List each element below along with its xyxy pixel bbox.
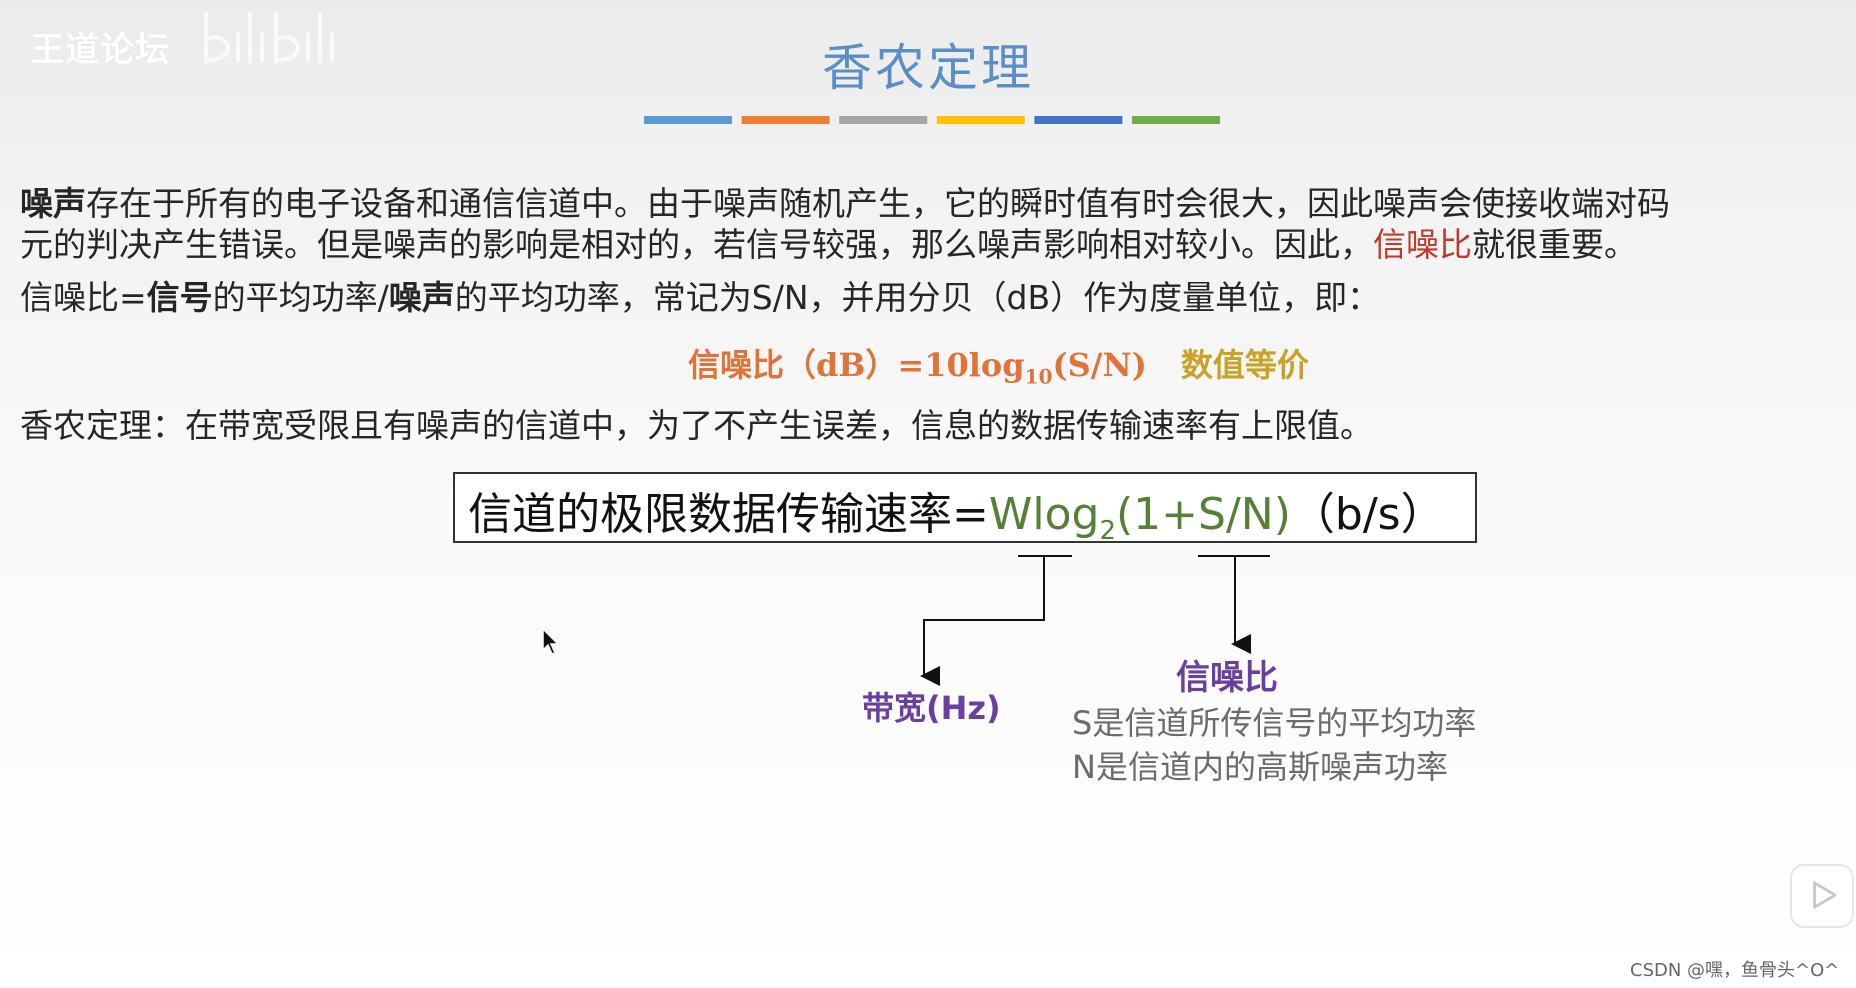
signal-term: 信号 xyxy=(146,278,213,317)
noise-term-2: 噪声 xyxy=(388,278,455,317)
shannon-formula-rhs: Wlog2(1+S/N) xyxy=(988,489,1291,546)
snr-def-b: 的平均功率/ xyxy=(212,278,389,317)
csdn-credit: CSDN @嘿，鱼骨头^O^ xyxy=(1630,960,1840,981)
paragraph-noise-text-c: 就很重要。 xyxy=(1472,225,1637,264)
db-formula-expression: 信噪比（dB）=10log10(S/N) xyxy=(688,346,1147,388)
watermark-text: 王道论坛 xyxy=(30,30,170,70)
bandwidth-arrow xyxy=(920,556,1045,686)
bilibili-logo-icon xyxy=(204,12,334,64)
play-icon xyxy=(1813,881,1837,909)
play-button[interactable] xyxy=(1790,864,1854,928)
shannon-formula-lhs: 信道的极限数据传输速率= xyxy=(468,489,989,540)
numeric-equivalent-label: 数值等价 xyxy=(1180,346,1309,384)
title-color-bars xyxy=(644,116,1220,124)
mouse-cursor-icon xyxy=(542,628,560,655)
title-bar-4 xyxy=(936,116,1025,124)
db-formula-rhs: (S/N) xyxy=(1052,346,1147,384)
paragraph-noise-line2: 元的判决产生错误。但是噪声的影响是相对的，若信号较强，那么噪声影响相对较小。因此… xyxy=(20,224,1670,265)
paragraph-shannon-theorem: 香农定理：在带宽受限且有噪声的信道中，为了不产生误差，信息的数据传输速率有上限值… xyxy=(20,406,1373,445)
db-formula-sub: 10 xyxy=(1024,364,1053,389)
bandwidth-label: 带宽(Hz) xyxy=(862,689,1001,727)
paragraph-snr-definition: 信噪比=信号的平均功率/噪声的平均功率，常记为S/N，并用分贝（dB）作为度量单… xyxy=(20,277,1380,318)
snr-term: 信噪比 xyxy=(1373,225,1472,264)
snr-def-c: 的平均功率，常记为S/N，并用分贝（dB）作为度量单位，即： xyxy=(454,278,1381,317)
title-bar-6 xyxy=(1132,116,1220,124)
snr-def-a: 信噪比= xyxy=(20,278,147,317)
db-formula: 信噪比（dB）=10log10(S/N) 数值等价 xyxy=(688,340,1309,388)
title-bar-5 xyxy=(1034,116,1123,124)
title-bar-1 xyxy=(644,116,732,124)
noise-term: 噪声 xyxy=(20,184,86,223)
shannon-formula-w: Wlog xyxy=(988,489,1100,540)
paragraph-noise-text-b: 元的判决产生错误。但是噪声的影响是相对的，若信号较强，那么噪声影响相对较小。因此… xyxy=(20,225,1373,264)
paragraph-noise: 噪声存在于所有的电子设备和通信信道中。由于噪声随机产生，它的瞬时值有时会很大，因… xyxy=(20,183,1670,265)
shannon-formula-box xyxy=(453,472,1477,543)
shannon-formula-unit: （b/s） xyxy=(1290,489,1445,540)
s-description: S是信道所传信号的平均功率 xyxy=(1072,704,1477,742)
paragraph-noise-text-a: 存在于所有的电子设备和通信信道中。由于噪声随机产生，它的瞬时值有时会很大，因此噪… xyxy=(86,184,1670,223)
title-bar-2 xyxy=(741,116,830,124)
shannon-formula: 信道的极限数据传输速率=Wlog2(1+S/N)（b/s） xyxy=(468,478,1445,546)
db-formula-lhs: 信噪比（dB）=10log xyxy=(688,346,1025,384)
n-description: N是信道内的高斯噪声功率 xyxy=(1072,748,1448,786)
slide-title: 香农定理 xyxy=(822,39,1034,97)
snr-label: 信噪比 xyxy=(1176,658,1278,698)
shannon-formula-sub: 2 xyxy=(1099,515,1117,546)
snr-description: S是信道所传信号的平均功率 N是信道内的高斯噪声功率 xyxy=(1072,701,1476,789)
title-bar-3 xyxy=(839,116,928,124)
paragraph-noise-line1: 噪声存在于所有的电子设备和通信信道中。由于噪声随机产生，它的瞬时值有时会很大，因… xyxy=(20,183,1670,224)
shannon-formula-arg: (1+S/N) xyxy=(1116,489,1291,540)
